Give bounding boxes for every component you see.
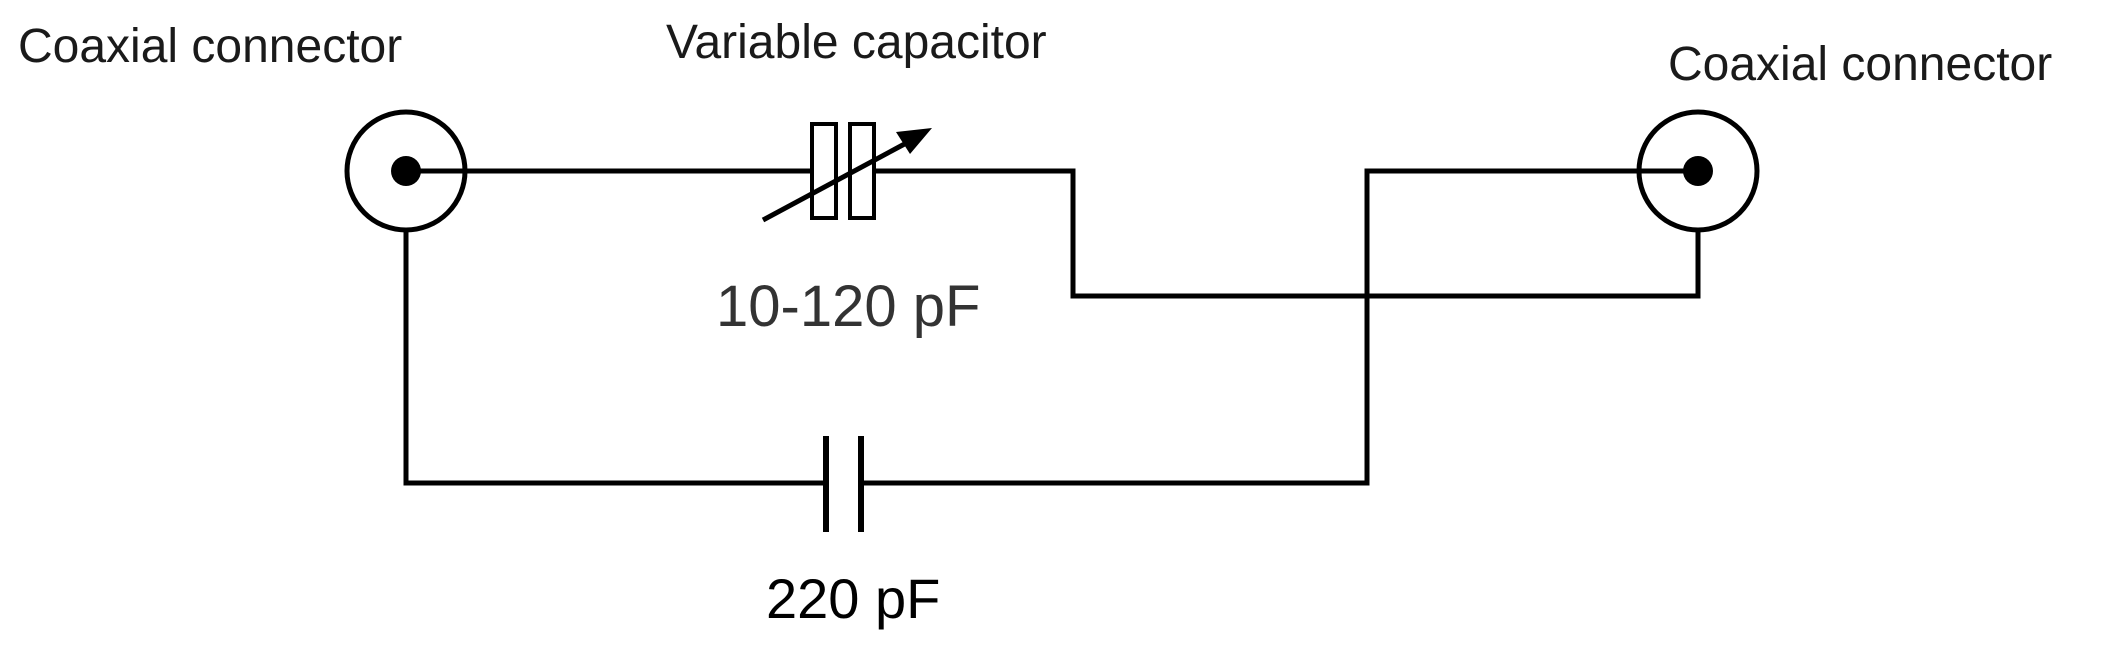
variable-capacitor-label: Variable capacitor bbox=[666, 16, 1047, 69]
fixed-capacitor bbox=[823, 436, 864, 532]
variable-capacitor bbox=[761, 122, 932, 223]
wire-variable-capacitor-to-right-shield bbox=[871, 168, 1701, 299]
fixed-capacitor-value: 220 pF bbox=[766, 567, 940, 630]
wire-left-shield-to-fixed-capacitor bbox=[403, 227, 829, 486]
variable-capacitor-value: 10-120 pF bbox=[716, 274, 980, 339]
right-connector-label: Coaxial connector bbox=[1668, 38, 2052, 91]
wire-fixed-capacitor-to-right-center bbox=[858, 168, 1701, 486]
variable-capacitor-arrow-head bbox=[896, 128, 932, 154]
variable-capacitor-arrow-shaft bbox=[761, 137, 914, 223]
left-connector-label: Coaxial connector bbox=[18, 20, 402, 73]
variable-capacitor-plate-left bbox=[810, 122, 838, 220]
